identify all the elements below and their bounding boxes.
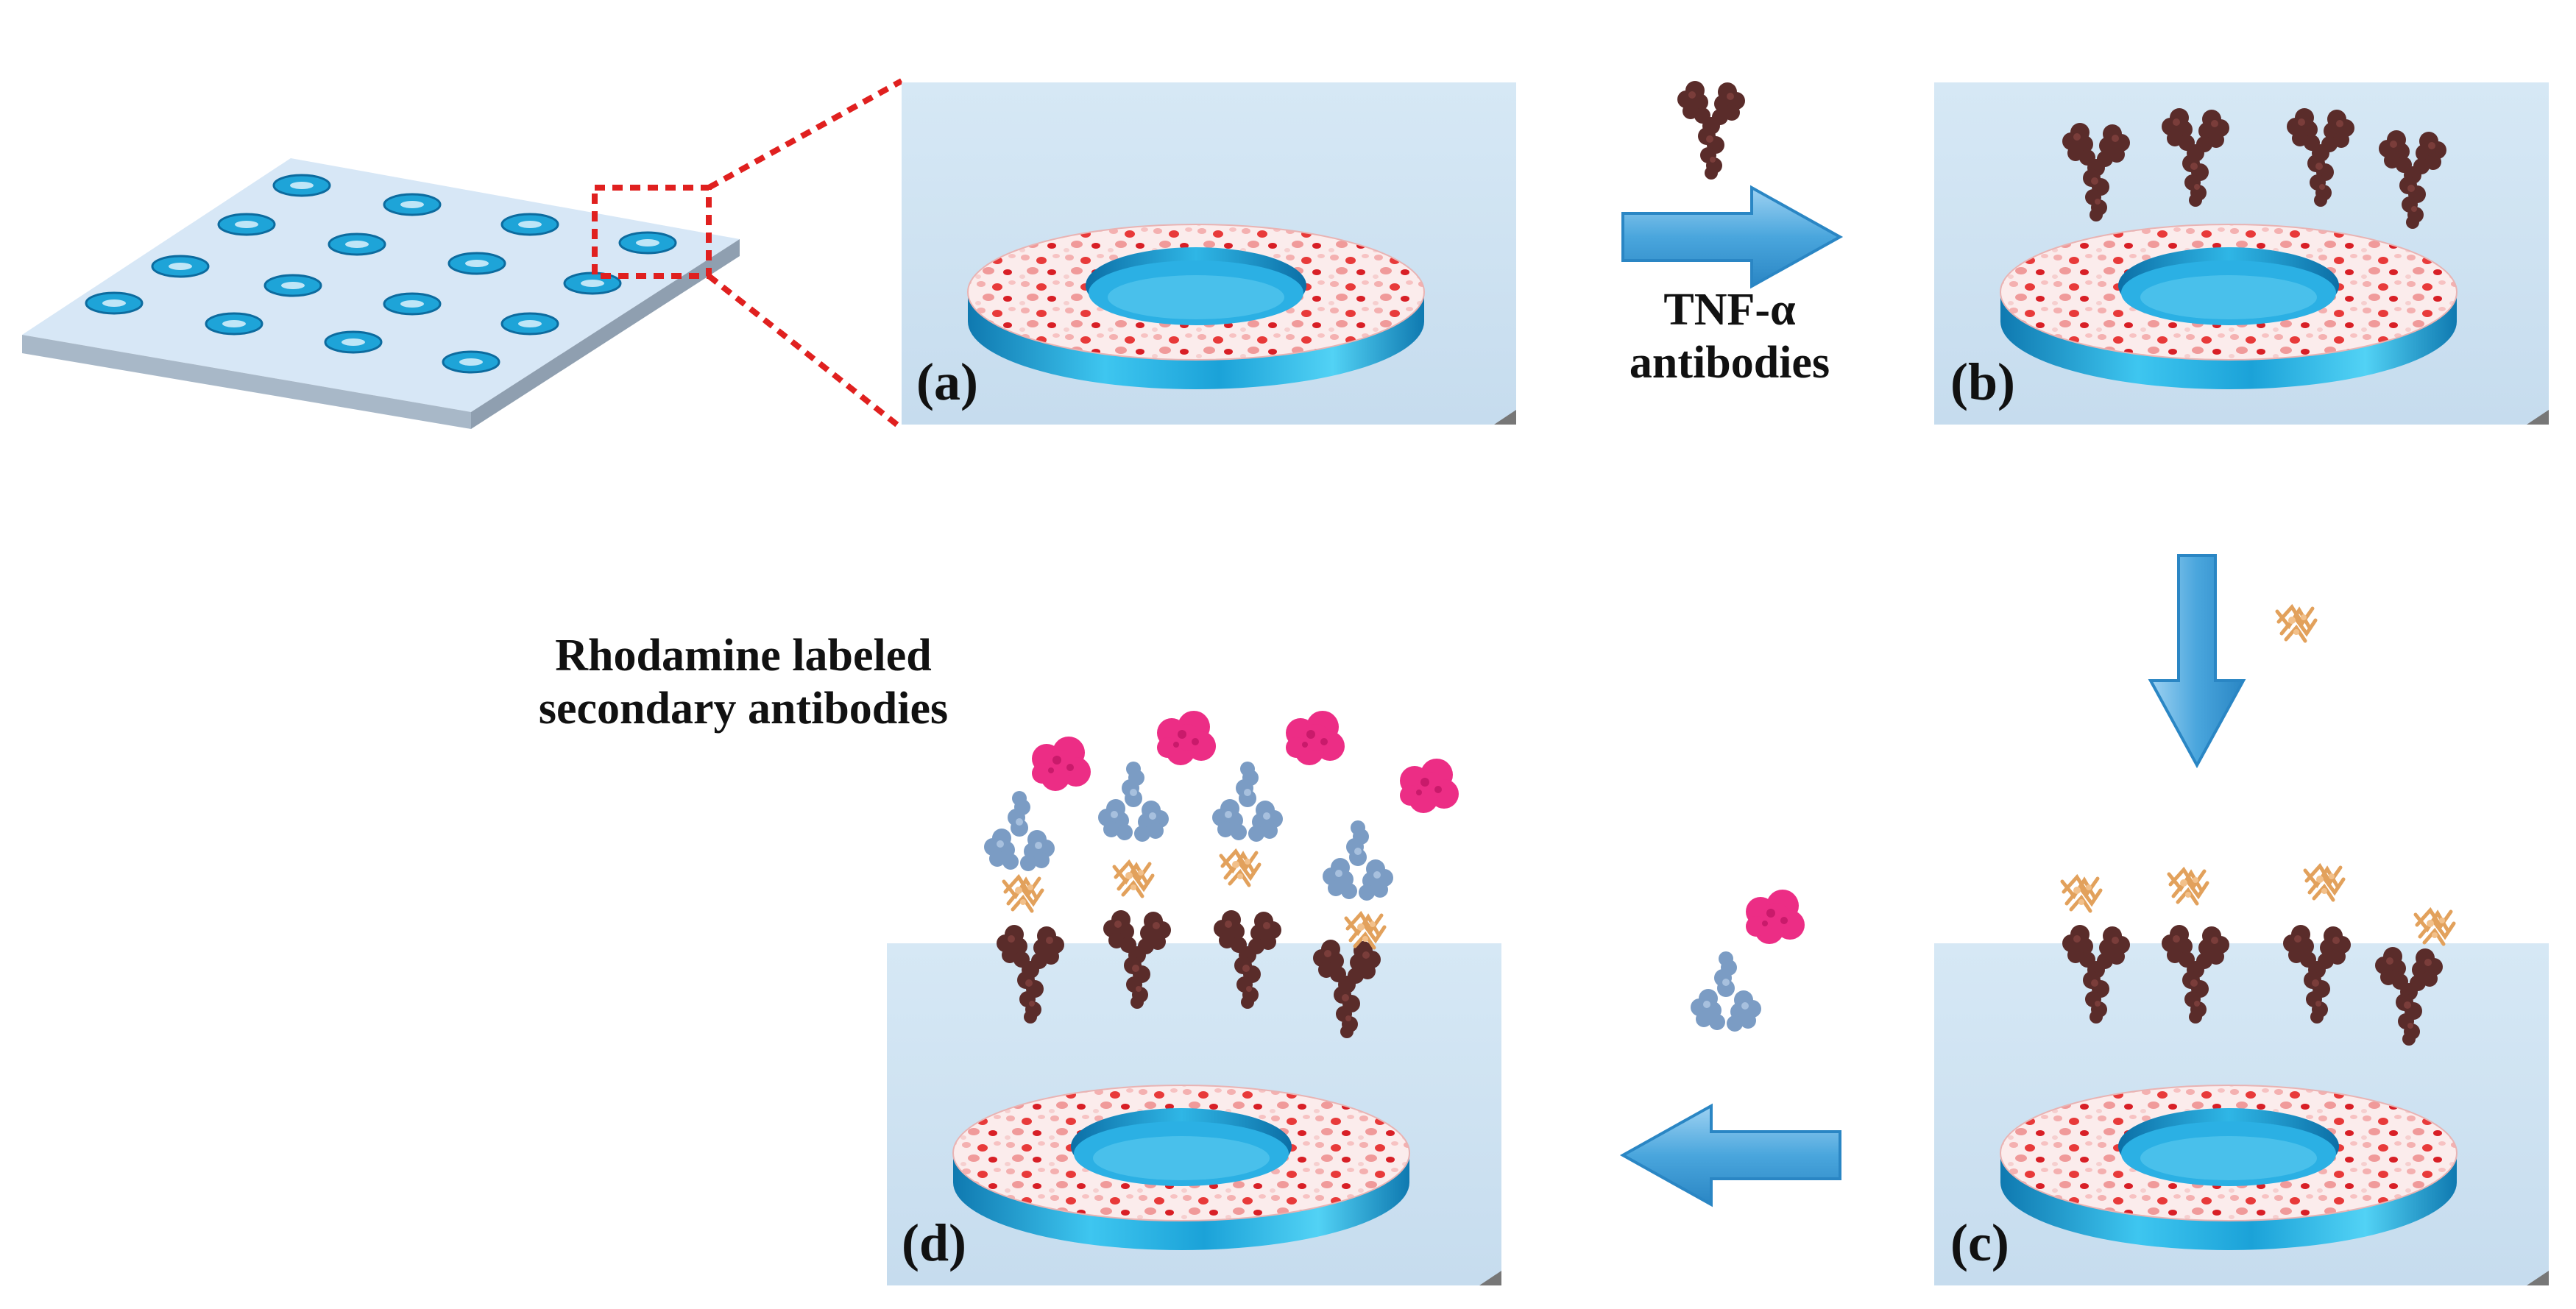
step3-caption-line2: secondary antibodies (538, 684, 949, 734)
tnf-alpha-antigen-icon (2169, 870, 2207, 904)
rhodamine-secondary-antibody-icon (1098, 762, 1169, 842)
rhodamine-secondary-antibody-icon (1212, 762, 1283, 842)
rhodamine-fluorophore-icon (1746, 890, 1805, 944)
microring-resonator-icon (2000, 224, 2458, 390)
reagent-antigen (2277, 607, 2315, 641)
microring-resonator-icon (2000, 1085, 2458, 1251)
step1-caption: TNF-α antibodies (1590, 283, 1869, 389)
rhodamine-secondary-antibody-icon (1691, 951, 1761, 1032)
zoom-callout (592, 78, 904, 431)
primary-antibody-icon (1677, 81, 1745, 180)
tnf-alpha-antigen-icon (1114, 862, 1153, 896)
microring-resonator-icon (952, 1085, 1410, 1251)
step1-caption-line1: TNF-α (1663, 285, 1796, 335)
microring-array-chip-icon (22, 158, 740, 429)
chip-microring-icon (85, 174, 677, 374)
tnf-alpha-antigen-icon (2062, 877, 2101, 911)
rhodamine-fluorophore-icon (1286, 711, 1345, 765)
rhodamine-fluorophore-icon (1400, 759, 1459, 813)
rhodamine-fluorophore-icon (1032, 737, 1091, 791)
arrow-right-icon (1621, 185, 1844, 289)
step3-caption: Rhodamine labeled secondary antibodies (486, 629, 1001, 735)
reagent-secondary-antibody (1691, 890, 1805, 1032)
tnf-alpha-antigen-icon (2305, 866, 2343, 900)
panel-c (1934, 866, 2549, 1285)
panel-b (1934, 82, 2549, 425)
rhodamine-secondary-antibody-icon (1323, 820, 1393, 901)
step3-caption-line1: Rhodamine labeled (555, 631, 932, 681)
rhodamine-fluorophore-icon (1157, 711, 1216, 765)
tnf-alpha-antigen-icon (1004, 877, 1042, 911)
panel-a-label: (a) (916, 352, 978, 411)
antigen-layer (1004, 851, 1384, 948)
microring-resonator-icon (967, 224, 1425, 390)
reagent-primary-antibody (1677, 81, 1745, 180)
tnf-alpha-antigen-icon (2416, 910, 2454, 944)
tnf-alpha-antigen-icon (2277, 607, 2315, 641)
panel-a (902, 82, 1516, 425)
arrow-left-icon (1619, 1103, 1841, 1207)
step1-caption-line2: antibodies (1629, 338, 1830, 388)
panel-d-label: (d) (902, 1213, 966, 1272)
arrow-down-icon (2148, 554, 2246, 769)
panel-b-label: (b) (1950, 352, 2015, 411)
panel-c-label: (c) (1950, 1213, 2009, 1272)
tnf-alpha-antigen-icon (1221, 851, 1259, 885)
panel-d (887, 711, 1501, 1285)
rhodamine-secondary-antibody-icon (984, 791, 1055, 871)
